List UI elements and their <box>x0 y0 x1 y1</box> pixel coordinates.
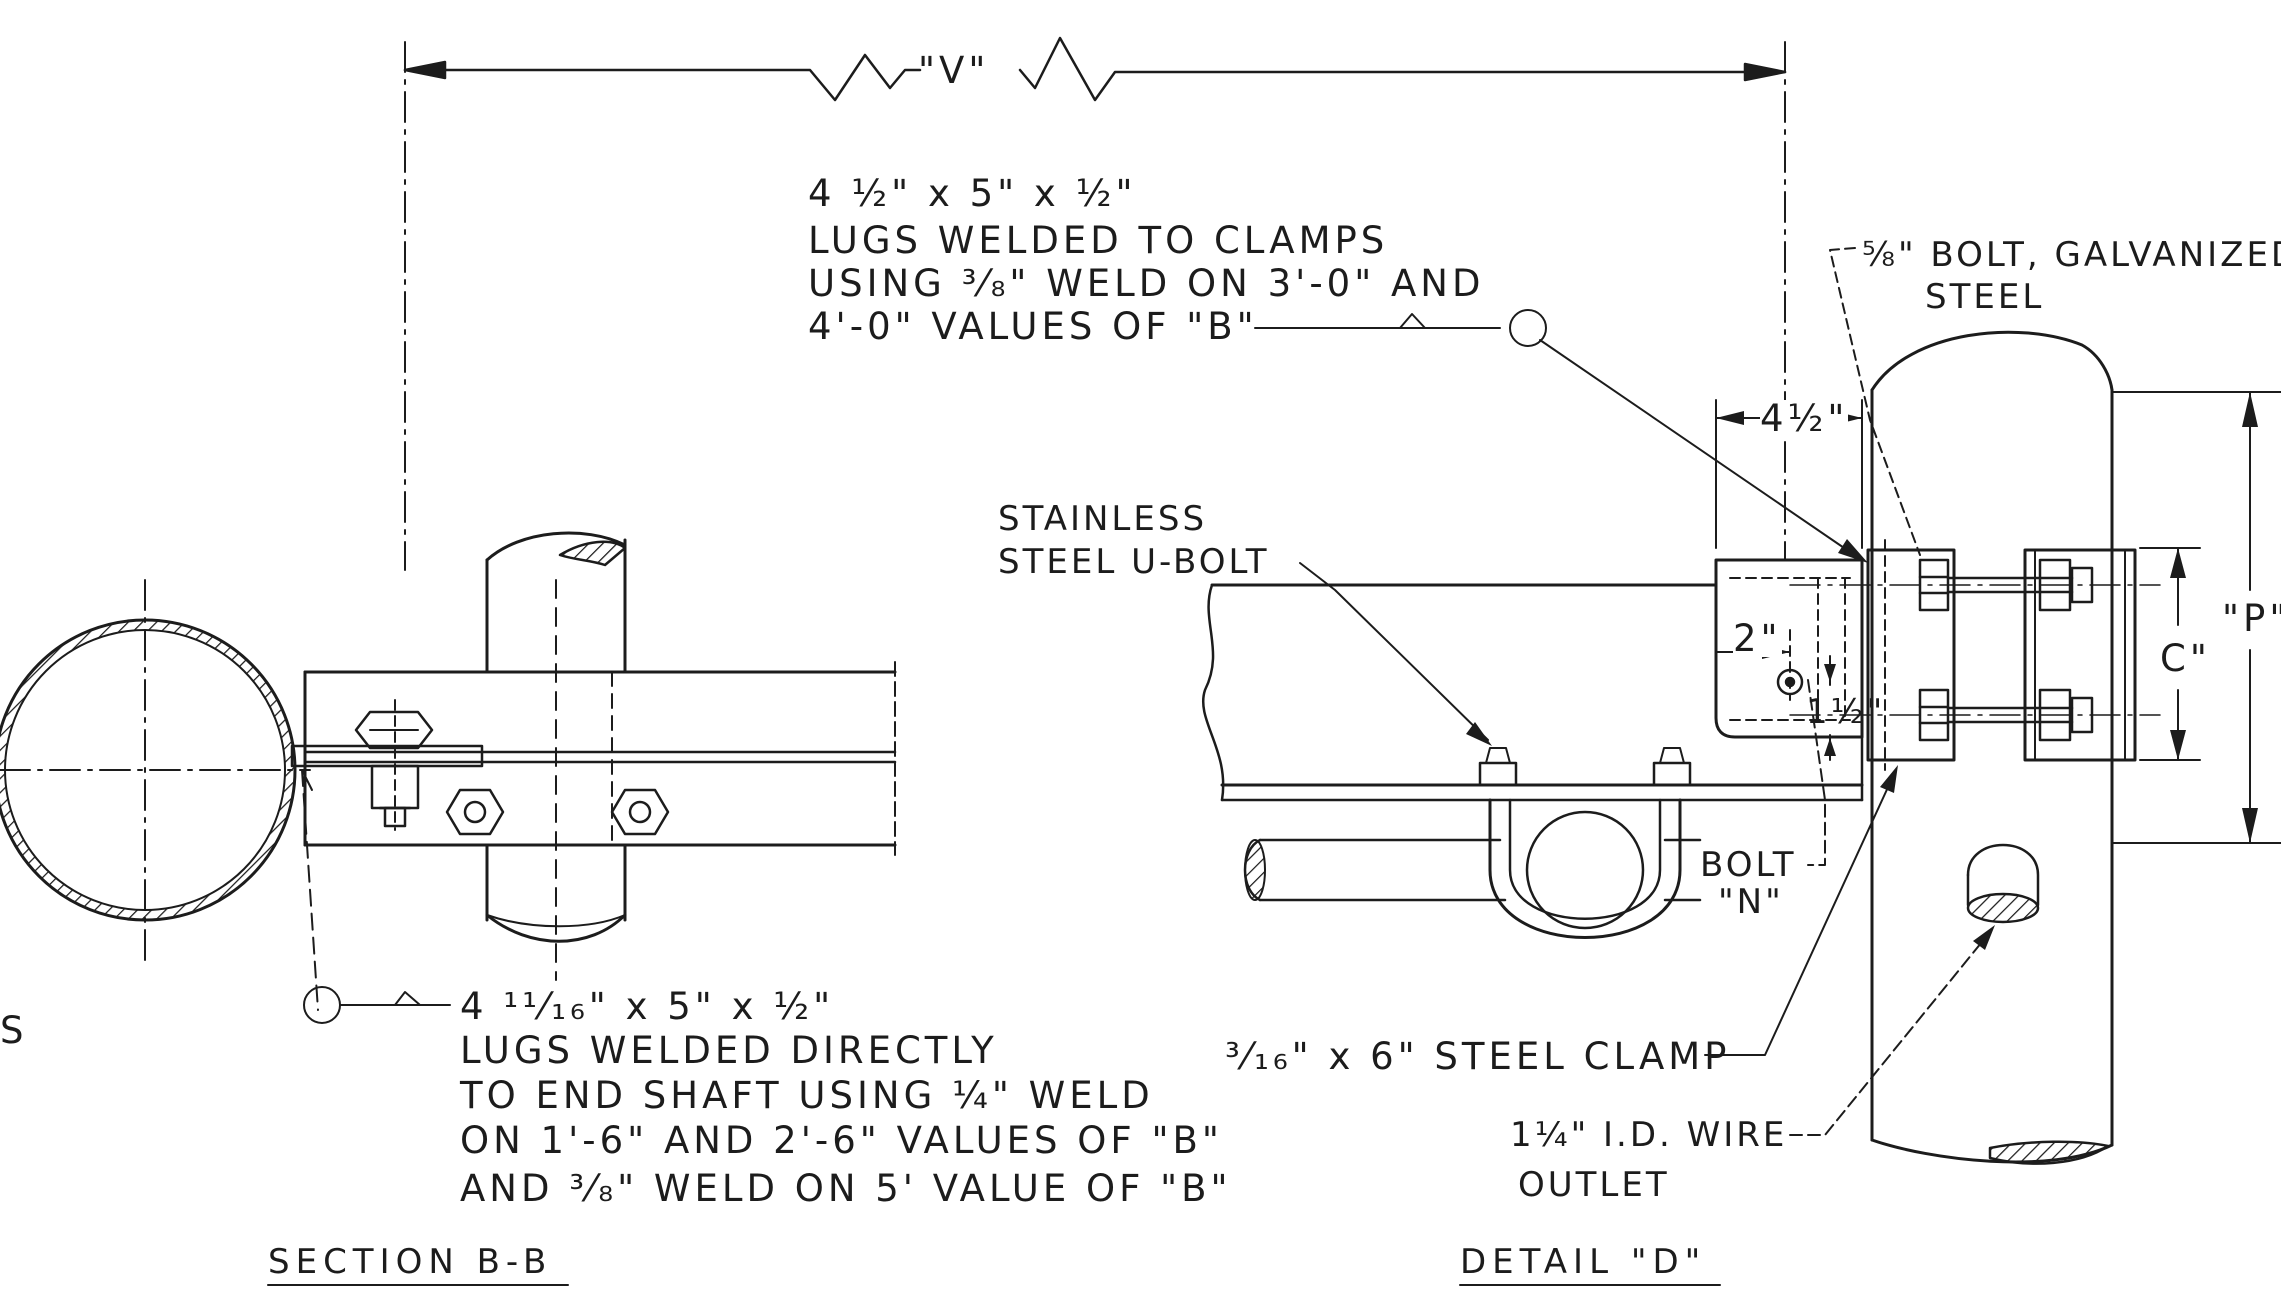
section-note-line: ON 1'-6" AND 2'-6" VALUES OF "B" <box>460 1119 1223 1162</box>
dim-c: C" <box>2160 637 2211 680</box>
dimension-v <box>403 36 1787 571</box>
wire-outlet-line: OUTLET <box>1518 1165 1670 1205</box>
dim-p: "P" <box>2222 597 2281 640</box>
bolt-note-line: ⅝" BOLT, GALVANIZED <box>1862 235 2281 275</box>
lug-note-line: 4 ½" x 5" x ½" <box>808 172 1137 215</box>
lug-note-line: USING ³⁄₈" WELD ON 3'-0" AND <box>808 262 1485 305</box>
detail-title: DETAIL "D" <box>1460 1242 1707 1282</box>
section-bb-view <box>0 531 897 1024</box>
dimension-v-label: "V" <box>918 49 990 92</box>
section-note-line: AND ³⁄₈" WELD ON 5' VALUE OF "B" <box>460 1167 1232 1210</box>
wire-outlet-line: 1¼" I.D. WIRE <box>1510 1115 1788 1155</box>
bolt-note-line: STEEL <box>1925 277 2045 317</box>
section-note-line: LUGS WELDED DIRECTLY <box>460 1029 998 1072</box>
detail-d-view <box>1202 247 2281 1165</box>
lug-note-line: LUGS WELDED TO CLAMPS <box>808 219 1389 262</box>
dim-lug-width: 4½" <box>1760 397 1849 440</box>
edge-letter: S <box>0 1009 28 1052</box>
section-note-line: TO END SHAFT USING ¼" WELD <box>460 1074 1154 1117</box>
section-note-line: 4 ¹¹⁄₁₆" x 5" x ½" <box>460 985 835 1028</box>
bolt-n-line: "N" <box>1718 882 1784 922</box>
ubolt-label-line: STEEL U-BOLT <box>998 542 1270 582</box>
clamp-note: ³⁄₁₆" x 6" STEEL CLAMP <box>1225 1035 1731 1078</box>
dim-hole-height: 1½" <box>1806 692 1886 732</box>
bolt-n-line: BOLT <box>1700 845 1797 885</box>
ubolt-label-line: STAINLESS <box>998 499 1208 539</box>
lug-note-line: 4'-0" VALUES OF "B" <box>808 305 1258 348</box>
dim-hole-offset: 2" <box>1733 617 1782 660</box>
section-title: SECTION B-B <box>268 1242 553 1282</box>
